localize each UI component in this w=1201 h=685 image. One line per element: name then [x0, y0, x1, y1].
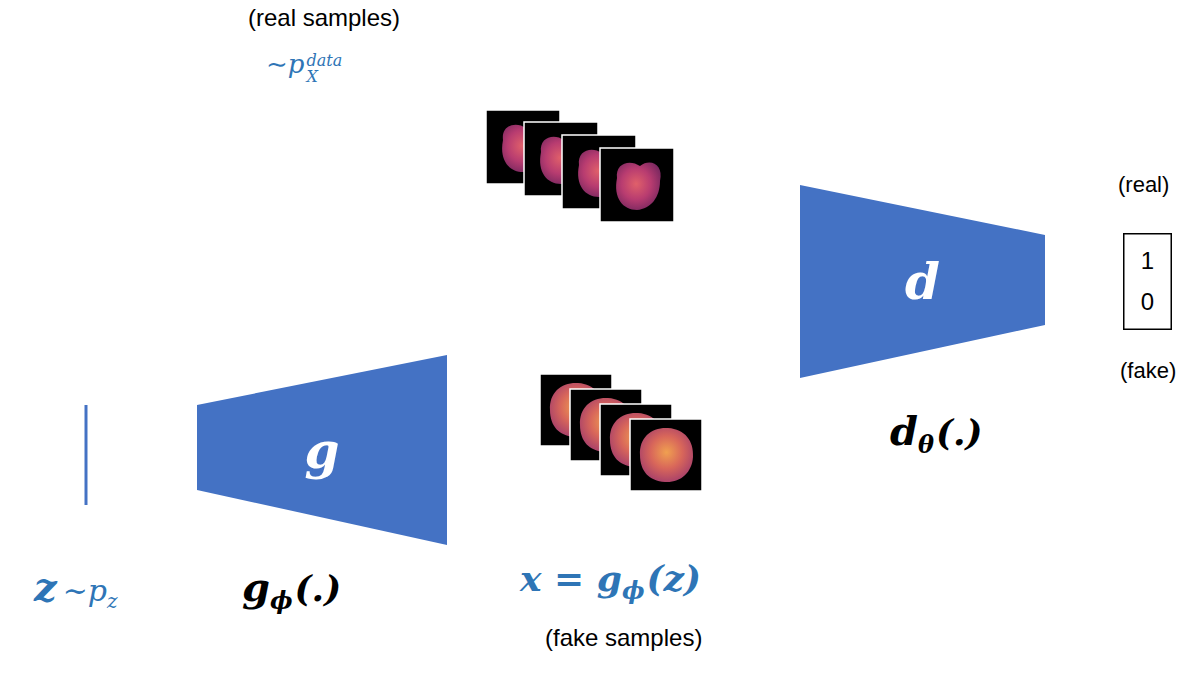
- subscript: θ: [918, 430, 934, 459]
- formula: (fake samples): [545, 624, 702, 652]
- superscript: data: [306, 53, 342, 69]
- discriminator-trapezoid-shape: [800, 185, 1045, 378]
- caption-text: (fake samples): [545, 624, 702, 651]
- function-argument: (z): [646, 557, 701, 599]
- function-argument: (.): [295, 567, 342, 609]
- formula: gϕ(.): [242, 564, 341, 615]
- discriminator-trapezoid: d: [800, 185, 1045, 378]
- node-text: g: [197, 355, 447, 545]
- output-box: 10: [1123, 233, 1172, 330]
- output-value: 1: [1141, 248, 1154, 274]
- formula: dθ(.): [890, 408, 983, 459]
- real-sample-image: [600, 148, 674, 222]
- formula: (real samples): [248, 4, 400, 32]
- function-name: d: [890, 407, 918, 454]
- formula: (real): [1118, 172, 1169, 197]
- formula: (fake): [1120, 358, 1176, 383]
- node-text: 10: [1123, 233, 1172, 330]
- fake-sample-image: [630, 419, 702, 491]
- latent-symbol: z: [34, 563, 57, 610]
- class-label: (real): [1118, 172, 1169, 197]
- formula-text: x = g: [520, 557, 622, 599]
- formula: ∼pdataX: [266, 50, 342, 85]
- network-letter: d: [905, 254, 940, 309]
- generator-trapezoid: g: [197, 355, 447, 545]
- node-text: d: [800, 185, 1045, 378]
- subscript: ϕ: [622, 576, 645, 605]
- distribution-symbol: ∼p: [266, 49, 304, 79]
- class-label: (fake): [1120, 358, 1176, 383]
- generator-trapezoid-shape: [197, 355, 447, 545]
- subscript: X: [306, 69, 342, 85]
- caption-text: (real samples): [248, 4, 400, 31]
- latent-vector: [85, 405, 88, 505]
- output-box-shape: [1124, 234, 1172, 330]
- formula: x = gϕ(z): [520, 558, 701, 605]
- function-name: g: [242, 563, 270, 610]
- script-stack: dataX: [306, 53, 342, 85]
- distribution-symbol: ∼p: [63, 573, 107, 608]
- subscript: z: [107, 589, 118, 613]
- function-argument: (.): [936, 411, 983, 453]
- subscript: ϕ: [270, 586, 293, 615]
- formula: z∼pz: [34, 564, 118, 613]
- output-value: 0: [1141, 289, 1154, 315]
- network-letter: g: [305, 423, 340, 478]
